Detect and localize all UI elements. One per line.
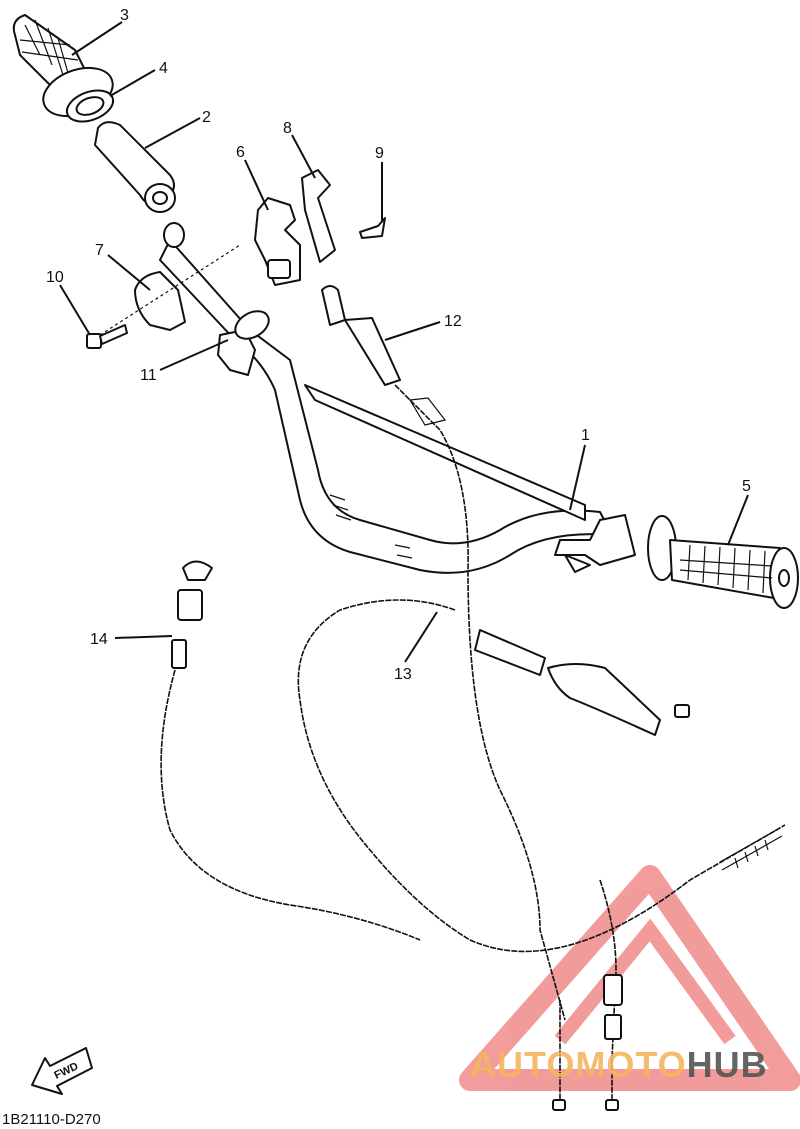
right-grip [647,515,799,609]
callout-8: 8 [283,120,292,137]
throttle-cable [321,285,566,1021]
watermark-triangle [459,865,800,1091]
fwd-arrow: FWD [31,1047,93,1095]
callouts: 3 4 2 6 8 9 7 10 11 12 1 5 13 14 [46,7,751,683]
throttle-housing-upper [254,197,301,286]
cable-ends [552,879,623,1111]
callout-11: 11 [140,367,157,384]
clutch-cable [297,599,786,953]
bolt-10 [86,324,128,349]
callout-13: 13 [394,666,412,683]
handlebar [159,222,613,574]
callout-9: 9 [375,145,384,162]
throttle-tube [94,121,176,213]
callout-5: 5 [742,478,751,495]
callout-6: 6 [236,144,245,161]
callout-14: 14 [90,631,108,648]
callout-7: 7 [95,242,104,259]
callout-3: 3 [120,7,129,24]
clutch-lever-holder [554,514,636,573]
throttle-housing-lower [134,271,186,331]
callout-12: 12 [444,313,462,330]
callout-1: 1 [581,427,590,444]
grip-collar [42,66,115,123]
callout-2: 2 [202,109,211,126]
callout-10: 10 [46,269,64,286]
screw-9 [359,217,386,239]
watermark-text-a: AUTOMOTO [470,1044,687,1085]
starter-cable [160,560,421,941]
cable-plate [301,169,336,263]
watermark-text-b: HUB [686,1044,768,1085]
watermark-logo: AUTOMOTOHUB [470,1044,768,1086]
drawing-reference: 1B21110-D270 [2,1111,101,1128]
leader-lines [59,21,749,663]
callout-4: 4 [159,60,168,77]
